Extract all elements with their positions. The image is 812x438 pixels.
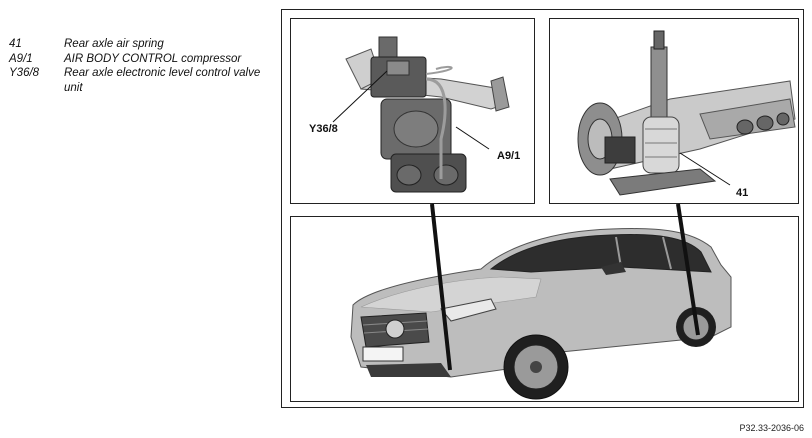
vehicle-panel (290, 216, 799, 402)
legend-code: Y36/8 (9, 67, 40, 79)
legend-row: A9/1 AIR BODY CONTROL compressor (9, 52, 264, 67)
callout-41: 41 (736, 187, 749, 199)
legend-code: A9/1 (9, 52, 33, 65)
air-spring-panel: 41 (549, 18, 799, 204)
illustration-frame: Y36/8 A9/1 41 (281, 9, 804, 408)
legend-text: AIR BODY CONTROL compressor (64, 52, 242, 65)
compressor-panel: Y36/8 A9/1 (290, 18, 535, 204)
callout-a9-1: A9/1 (497, 150, 521, 162)
compressor-illustration (332, 36, 510, 193)
legend: 41 Rear axle air spring A9/1 AIR BODY CO… (9, 37, 264, 95)
rear-axle-illustration (577, 30, 796, 196)
figure-reference: P32.33-2036-06 (739, 423, 804, 433)
callout-y36-8: Y36/8 (309, 123, 338, 135)
car-illustration (350, 228, 732, 400)
legend-row: Y36/8 Rear axle electronic level control… (9, 66, 264, 95)
legend-code: 41 (9, 38, 22, 50)
legend-row: 41 Rear axle air spring (9, 37, 264, 52)
legend-text: Rear axle electronic level control valve… (64, 67, 261, 94)
legend-text: Rear axle air spring (64, 38, 164, 50)
